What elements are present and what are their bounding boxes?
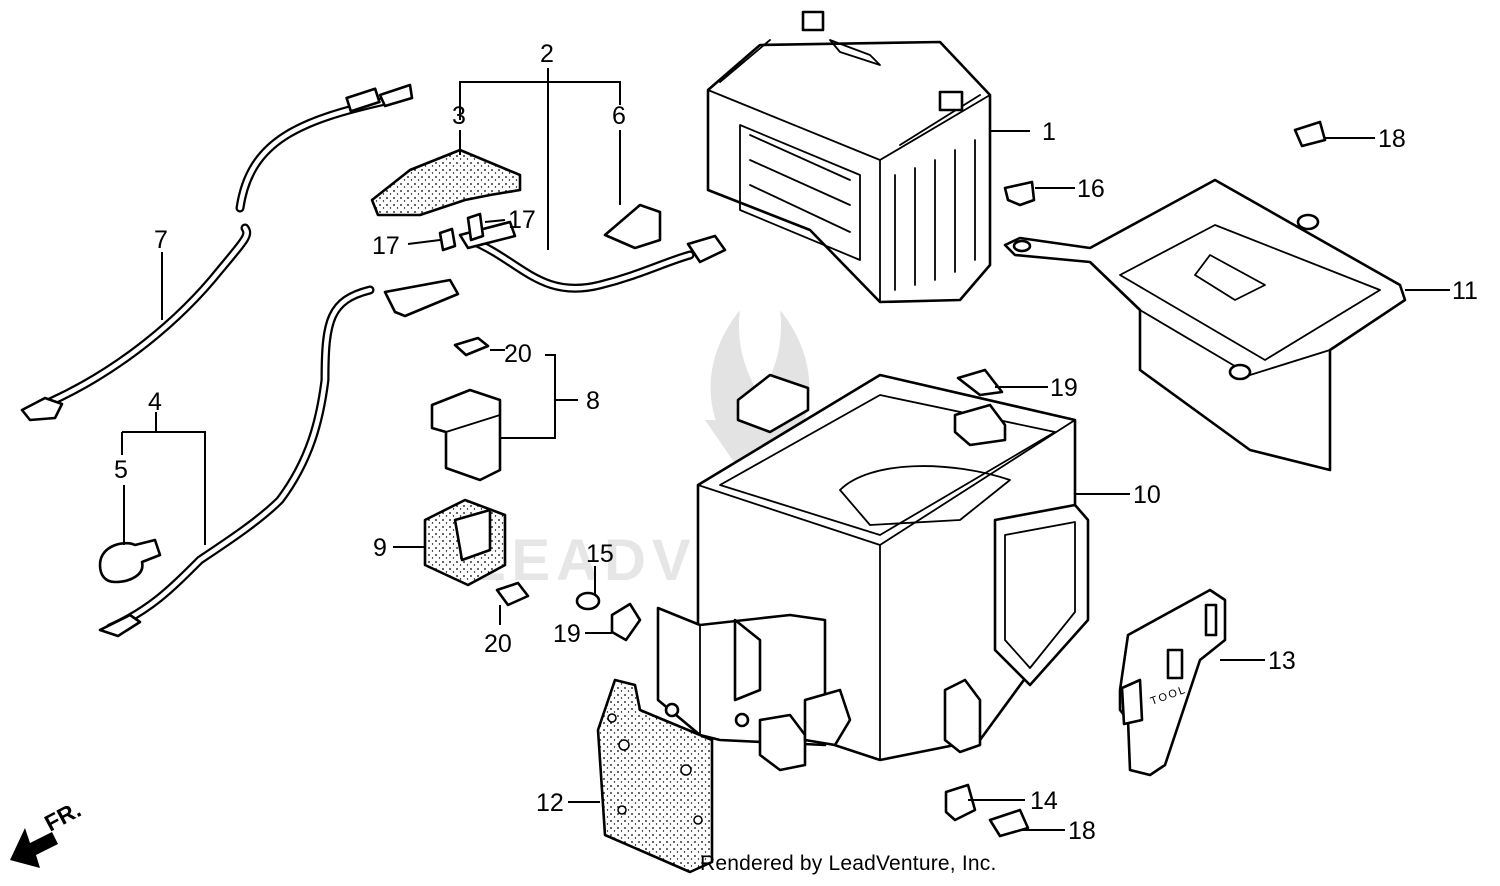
callout-5: 5: [114, 456, 128, 484]
callout-20a: 20: [504, 340, 532, 368]
callout-2: 2: [540, 40, 554, 68]
callout-17b: 17: [372, 232, 400, 260]
callout-20b: 20: [484, 630, 512, 658]
callout-10: 10: [1133, 481, 1161, 509]
callout-16: 16: [1077, 175, 1105, 203]
small-parts-drawing: [98, 120, 1327, 838]
callout-11: 11: [1452, 277, 1478, 305]
callout-8: 8: [586, 387, 600, 415]
callout-17a: 17: [508, 206, 536, 234]
callout-9: 9: [373, 534, 387, 562]
callout-4: 4: [148, 388, 162, 416]
front-arrow-label: FR.: [40, 796, 85, 836]
front-direction-arrow: [10, 828, 58, 868]
callout-19b: 19: [553, 620, 581, 648]
cables-drawing: [20, 83, 727, 638]
callout-13: 13: [1268, 647, 1296, 675]
render-credit: Rendered by LeadVenture, Inc.: [700, 852, 997, 875]
callout-15: 15: [586, 540, 614, 568]
leader-lines: [121, 68, 1450, 831]
callout-12: 12: [536, 789, 564, 817]
battery-holder-drawing: [1003, 178, 1407, 472]
callout-14: 14: [1030, 787, 1058, 815]
callout-7: 7: [154, 226, 168, 254]
callout-18a: 18: [1378, 125, 1406, 153]
front-panel-drawing: [596, 606, 852, 874]
callout-19a: 19: [1050, 374, 1078, 402]
callout-6: 6: [612, 102, 626, 130]
callout-1: 1: [1042, 118, 1056, 146]
callout-18b: 18: [1068, 817, 1096, 845]
callout-3: 3: [452, 102, 466, 130]
tool-lid-drawing: [1118, 588, 1227, 777]
callout-numbers: 1 2 3 4 5 6 7 8 9 10 11 12 13 14 15 16 1…: [114, 40, 1478, 845]
battery-drawing: [706, 10, 992, 304]
